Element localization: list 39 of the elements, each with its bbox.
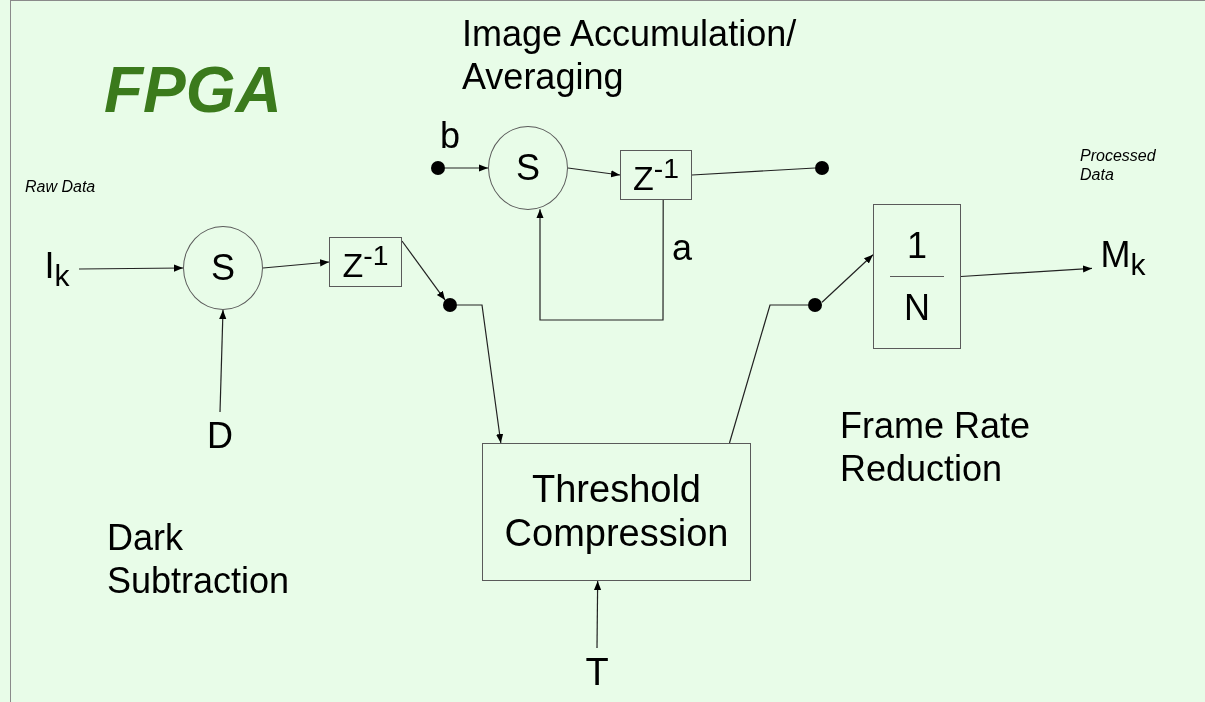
io-caption: Raw Data bbox=[25, 177, 97, 197]
arrow bbox=[401, 240, 446, 301]
block-text: S bbox=[516, 147, 540, 189]
junction-dot bbox=[808, 298, 822, 312]
connector-line bbox=[728, 304, 809, 444]
junction-dot bbox=[815, 161, 829, 175]
process-box bbox=[329, 237, 402, 287]
arrow bbox=[567, 167, 621, 178]
signal-name: D bbox=[200, 412, 240, 460]
arrow bbox=[444, 164, 489, 172]
junction-dot bbox=[443, 298, 457, 312]
block-text: S bbox=[211, 247, 235, 289]
arrow bbox=[821, 254, 874, 303]
arrow bbox=[960, 265, 1093, 278]
process-box bbox=[873, 204, 961, 349]
signal-name: M$_{k}$ bbox=[1092, 232, 1154, 284]
process-box bbox=[482, 443, 751, 581]
fraction-term: N bbox=[904, 287, 930, 329]
diagram-title: FPGA bbox=[104, 58, 282, 122]
signal-name: b bbox=[440, 118, 461, 154]
process-box bbox=[620, 150, 692, 200]
signal-name: T bbox=[579, 648, 615, 698]
block-text: Threshold Compression bbox=[503, 468, 730, 556]
arrow bbox=[78, 264, 184, 272]
stage-label: Dark Subtraction bbox=[107, 516, 291, 603]
connector-line bbox=[691, 167, 816, 176]
stage-label: Image Accumulation/ Averaging bbox=[462, 12, 798, 99]
block-text: Z$^{-1}$ bbox=[342, 238, 389, 286]
stage-label: Frame Rate Reduction bbox=[840, 404, 1032, 491]
signal-name: I$_{k}$ bbox=[35, 243, 79, 295]
block-text: Z$^{-1}$ bbox=[633, 151, 679, 199]
arrow bbox=[219, 309, 227, 413]
arrow bbox=[594, 580, 602, 649]
fraction-term: 1 bbox=[907, 224, 927, 266]
arrow bbox=[262, 259, 330, 269]
junction-dot bbox=[431, 161, 445, 175]
arrow bbox=[536, 199, 664, 321]
arrow bbox=[456, 304, 504, 444]
io-caption: Processed Data bbox=[1080, 146, 1157, 185]
